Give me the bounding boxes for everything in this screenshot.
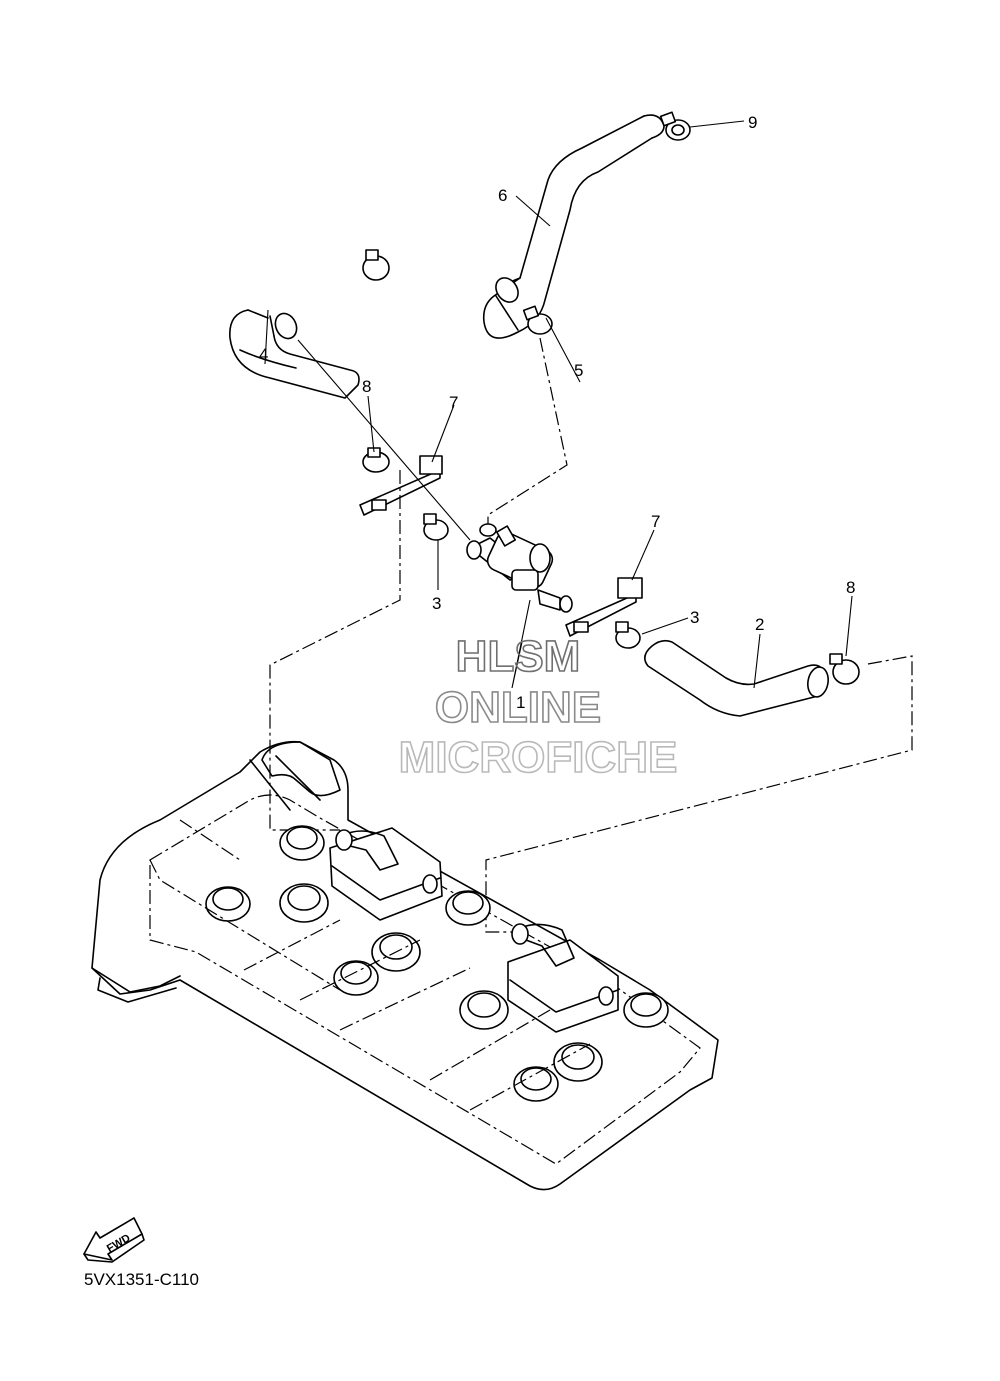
clamp-9 <box>659 111 691 141</box>
diagram-code: 5VX1351-C110 <box>84 1270 199 1289</box>
connector-line-hose6 <box>487 337 568 525</box>
clamp-8a-hose-clamp <box>362 249 390 281</box>
callout-7b: 7 <box>651 512 660 531</box>
clamp-3a <box>423 513 449 541</box>
callout-6: 6 <box>498 186 507 205</box>
callout-9: 9 <box>748 113 757 132</box>
callout-1: 1 <box>516 693 525 712</box>
pipe-axis-line <box>297 339 471 541</box>
watermark: HLSM ONLINE MICROFICHE <box>398 631 678 783</box>
callout-2: 2 <box>755 615 764 634</box>
callout-3b: 3 <box>690 608 699 627</box>
callout-7a: 7 <box>449 393 458 412</box>
fwd-arrow-icon: FWD <box>83 1217 145 1263</box>
connector-line-right <box>485 655 913 933</box>
clamp-3b <box>615 621 641 649</box>
callout-labels: 9 6 5 4 8 7 3 7 3 2 8 1 <box>259 113 855 712</box>
hose-2 <box>644 639 829 717</box>
air-cutoff-valve-1 <box>466 523 573 613</box>
callout-4: 4 <box>259 345 268 364</box>
cylinder-head-cover <box>91 740 719 1191</box>
watermark-line-3: MICROFICHE <box>399 733 678 782</box>
callout-8a: 8 <box>362 377 371 396</box>
watermark-line-1: HLSM <box>456 632 581 681</box>
clamp-8a <box>362 447 390 473</box>
callout-8b: 8 <box>846 578 855 597</box>
callout-5: 5 <box>574 361 583 380</box>
hose-6 <box>482 114 665 339</box>
hose-4 <box>229 309 360 399</box>
callout-3a: 3 <box>432 594 441 613</box>
watermark-line-2: ONLINE <box>435 683 601 732</box>
bracket-7b <box>565 577 643 637</box>
leader-lines <box>264 120 853 689</box>
clamp-8b <box>829 653 860 685</box>
